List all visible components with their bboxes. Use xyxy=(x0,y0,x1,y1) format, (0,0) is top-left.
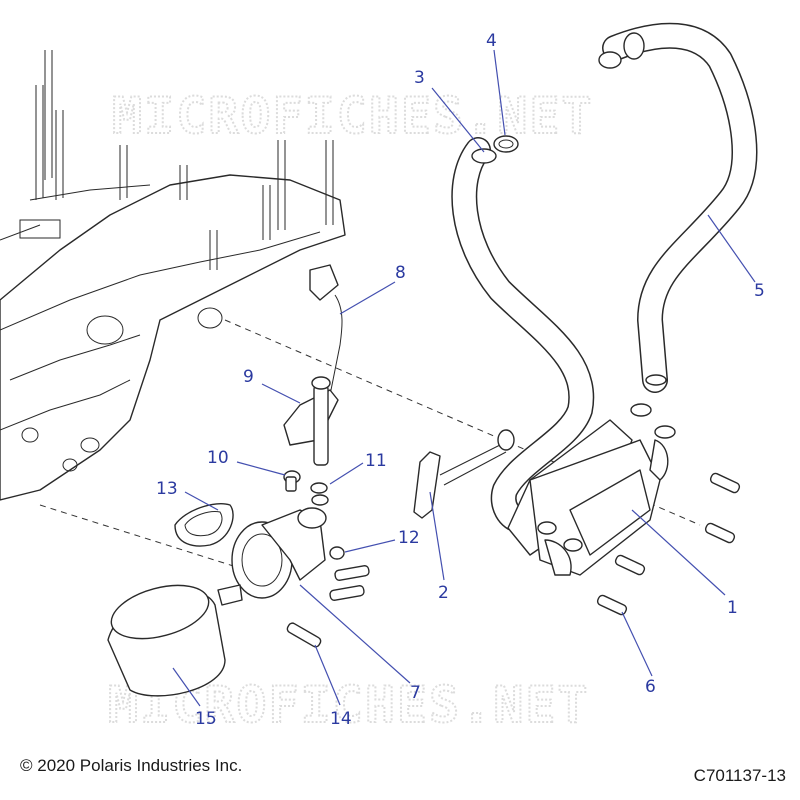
callout-7: 7 xyxy=(410,683,421,703)
hose-clamp-4 xyxy=(493,135,519,153)
callout-15: 15 xyxy=(195,709,217,729)
assembly-line-filter xyxy=(39,504,263,576)
copyright-text: © 2020 Polaris Industries Inc. xyxy=(20,756,243,775)
oil-cooler xyxy=(507,403,676,576)
callout-13: 13 xyxy=(156,479,178,499)
filter-adapter-7 xyxy=(217,507,327,606)
bolt-10 xyxy=(283,470,301,492)
callout-10: 10 xyxy=(207,448,229,468)
engine-block xyxy=(0,50,346,501)
callout-3: 3 xyxy=(414,68,425,88)
gasket-13 xyxy=(174,503,234,547)
callout-12: 12 xyxy=(398,528,420,548)
drawing-code: C701137-13 xyxy=(693,766,786,785)
adapter-bolts xyxy=(329,565,370,601)
callout-1: 1 xyxy=(727,598,738,618)
hose-3 xyxy=(451,137,595,533)
callout-4: 4 xyxy=(486,31,497,51)
dipstick-tube-9 xyxy=(283,376,339,466)
callout-14: 14 xyxy=(330,709,352,729)
leader-lines xyxy=(172,49,756,707)
callout-8: 8 xyxy=(395,263,406,283)
callout-5: 5 xyxy=(754,281,765,301)
gasket-2 xyxy=(413,429,515,519)
hose-5 xyxy=(598,22,758,393)
oil-filter-15 xyxy=(107,584,226,697)
callout-11: 11 xyxy=(365,451,387,471)
watermark-top: MICROFICHES.NET xyxy=(112,87,594,145)
callout-2: 2 xyxy=(438,583,449,603)
callout-6: 6 xyxy=(645,677,656,697)
callout-9: 9 xyxy=(243,367,254,387)
bolts-6 xyxy=(596,472,741,616)
dipstick-8 xyxy=(309,264,343,396)
bolt-14 xyxy=(286,622,322,648)
o-ring-11 xyxy=(310,482,329,506)
plug-12 xyxy=(329,546,345,560)
